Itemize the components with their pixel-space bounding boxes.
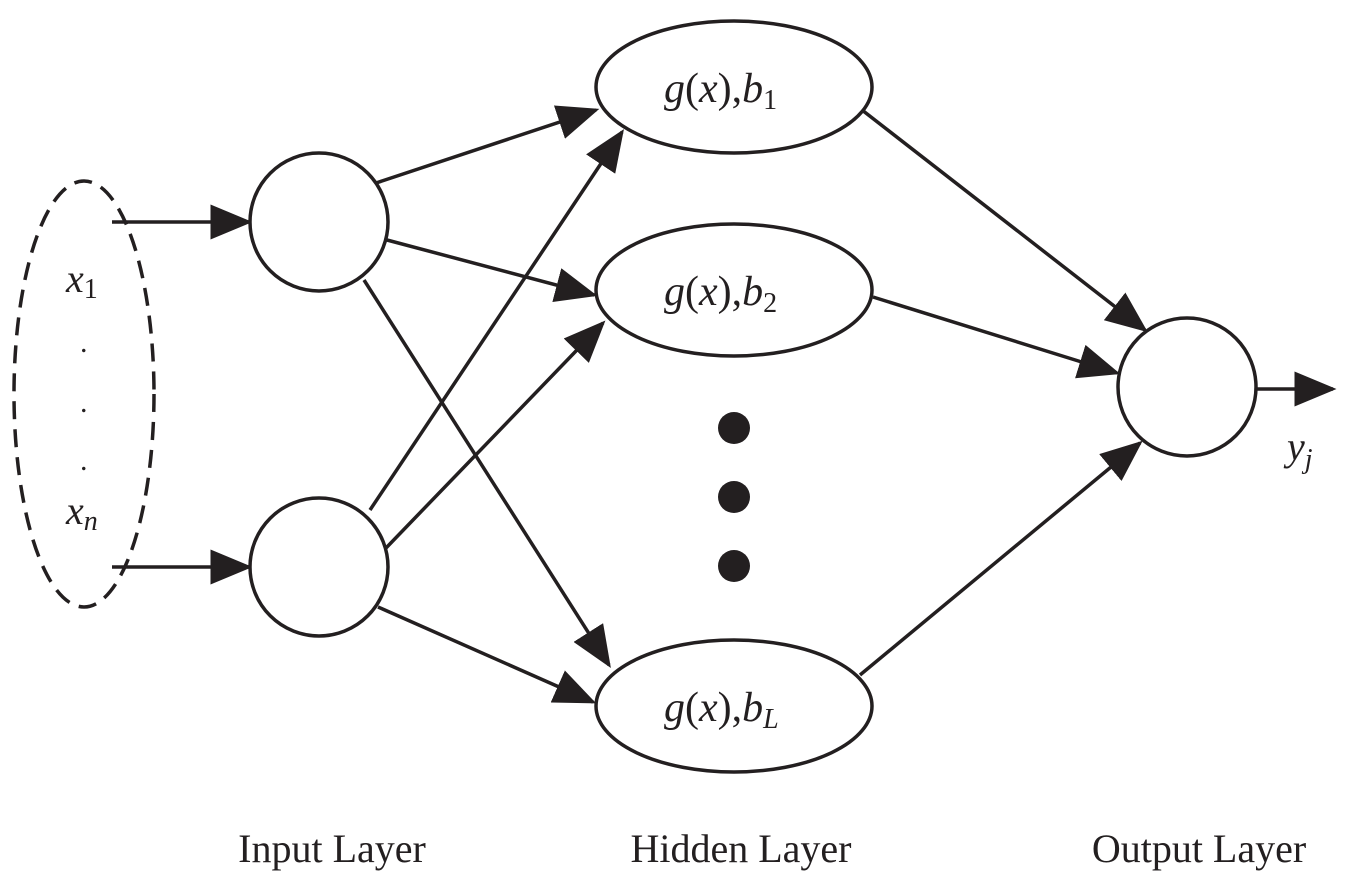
input-node-2: [248, 496, 390, 638]
output-yj-label: yj: [1283, 424, 1313, 475]
input-layer-label: Input Layer: [238, 826, 426, 871]
hidden-node-2: g(x),b2: [594, 222, 874, 358]
edge-h1-out: [860, 108, 1148, 333]
hidden-ellipsis-dot-3: [718, 550, 750, 582]
hidden-ellipsis-dot-2: [718, 481, 750, 513]
hidden-node-1: g(x),b1: [594, 19, 874, 155]
hidden-node-L: g(x),bL: [594, 638, 874, 774]
edge-h2-out: [872, 295, 1121, 379]
hidden-layer-label: Hidden Layer: [630, 826, 851, 871]
hidden-node-1-label: g(x),b1: [664, 66, 777, 116]
edge-hL-out: [858, 440, 1143, 677]
output-layer-label: Output Layer: [1092, 826, 1306, 871]
hidden-node-2-label: g(x),b2: [664, 269, 777, 319]
edge-in2-h2: [384, 320, 606, 550]
input-xn-label: xn: [65, 488, 98, 537]
edge-in1-hL: [362, 279, 611, 668]
edge-in2-hL: [377, 605, 597, 704]
output-node: [1116, 316, 1258, 458]
input-ellipsis-dot-2: .: [80, 386, 88, 419]
input-x1-label: x1: [65, 256, 98, 305]
input-ellipsis-dot-1: .: [80, 326, 88, 359]
input-ellipsis-dot-3: .: [80, 444, 88, 477]
edge-in2-h1: [368, 129, 624, 511]
input-node-1: [248, 151, 390, 293]
edge-in1-h1: [375, 105, 600, 185]
input-vector-group: [12, 179, 156, 609]
hidden-ellipsis-dot-1: [718, 412, 750, 444]
edge-in1-h2: [386, 238, 598, 303]
hidden-node-L-label: g(x),bL: [664, 685, 779, 735]
